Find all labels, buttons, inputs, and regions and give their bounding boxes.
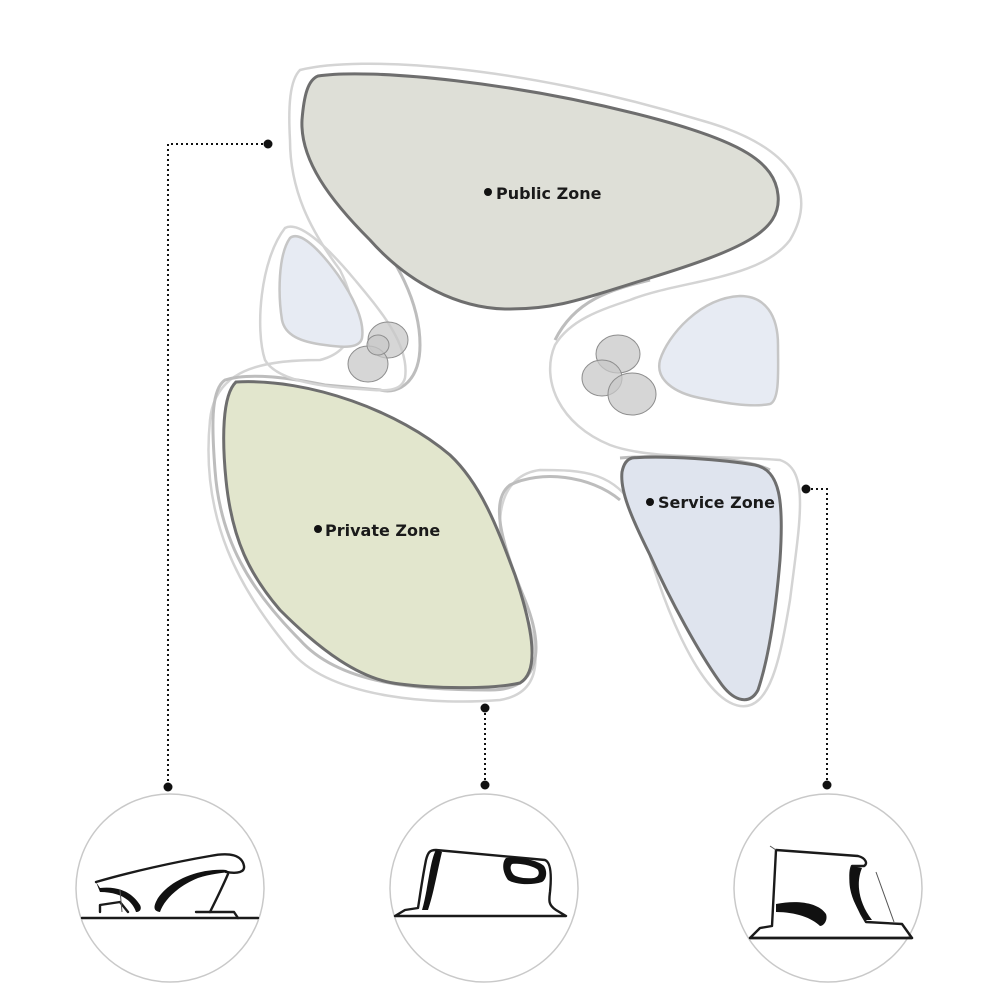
public-leader-dot-top [263, 139, 273, 149]
left-tree-cluster [347, 321, 409, 383]
private-leader-dot-bottom [480, 780, 490, 790]
tree-icon [607, 372, 657, 416]
leader-lines [163, 139, 832, 792]
public-zone-marker [484, 188, 492, 196]
public-outer-outline [207, 62, 803, 708]
zones [222, 72, 783, 701]
private-section-vignette [389, 793, 579, 983]
right-pool [657, 294, 780, 407]
service-leader-dot-top [801, 484, 811, 494]
section-vignettes [75, 793, 923, 983]
left-pool [278, 235, 364, 348]
private-vignette-frame [389, 793, 579, 983]
service-zone-marker [646, 498, 654, 506]
private-zone-marker [314, 525, 322, 533]
public-leader-dot-bottom [163, 782, 173, 792]
left-pool-outline [258, 225, 407, 392]
service-zone-area [620, 455, 783, 701]
private-leader-dot-top [480, 703, 490, 713]
service-leader-dot-bottom [822, 780, 832, 790]
private-zone-area [222, 380, 534, 690]
service-zone-label: Service Zone [658, 493, 775, 512]
public-section-vignette [75, 793, 265, 983]
service-section-vignette [733, 793, 923, 983]
public-zone-label: Public Zone [496, 184, 602, 203]
service-leader-line [806, 488, 828, 784]
zone-labels: Public Zone Private Zone Service Zone [314, 184, 775, 540]
right-tree-cluster [581, 334, 657, 416]
water-features [278, 235, 780, 407]
tree-clusters [347, 321, 657, 416]
service-vignette-frame [733, 793, 923, 983]
service-building-sketch [748, 845, 914, 940]
private-zone-label: Private Zone [325, 521, 440, 540]
public-zone-area [300, 72, 780, 311]
tree-icon [366, 334, 390, 356]
public-building-sketch [80, 853, 260, 920]
private-building-sketch [393, 848, 568, 918]
public-leader-line [167, 143, 268, 786]
